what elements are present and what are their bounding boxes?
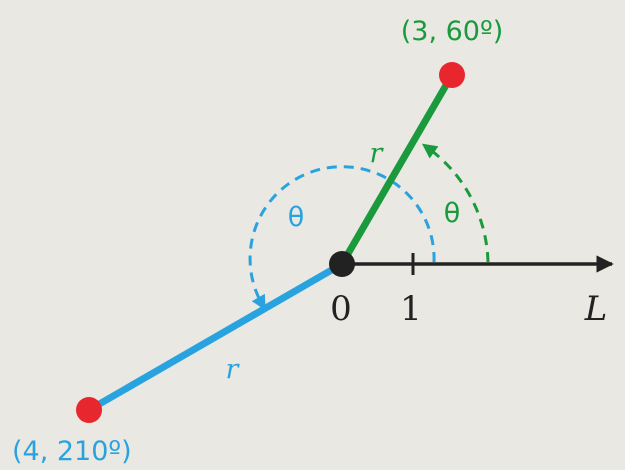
unit-label: 1: [400, 289, 422, 329]
pole-point: [329, 251, 355, 277]
radius-segment-blue: [85, 260, 346, 414]
theta-label-green: θ: [444, 198, 461, 229]
theta-label-blue: θ: [288, 202, 305, 233]
origin-label: 0: [330, 289, 352, 329]
point-label-b: (4, 210º): [12, 436, 132, 467]
point-label-a: (3, 60º): [401, 16, 504, 47]
axis-label: L: [584, 289, 608, 329]
radius-segment-green: [338, 71, 456, 268]
radius-label-blue: r: [226, 354, 241, 385]
radius-label-green: r: [370, 138, 385, 169]
point-marker-b: [76, 397, 102, 423]
point-marker-a: [439, 62, 465, 88]
theta-arc-blue: [248, 165, 436, 311]
